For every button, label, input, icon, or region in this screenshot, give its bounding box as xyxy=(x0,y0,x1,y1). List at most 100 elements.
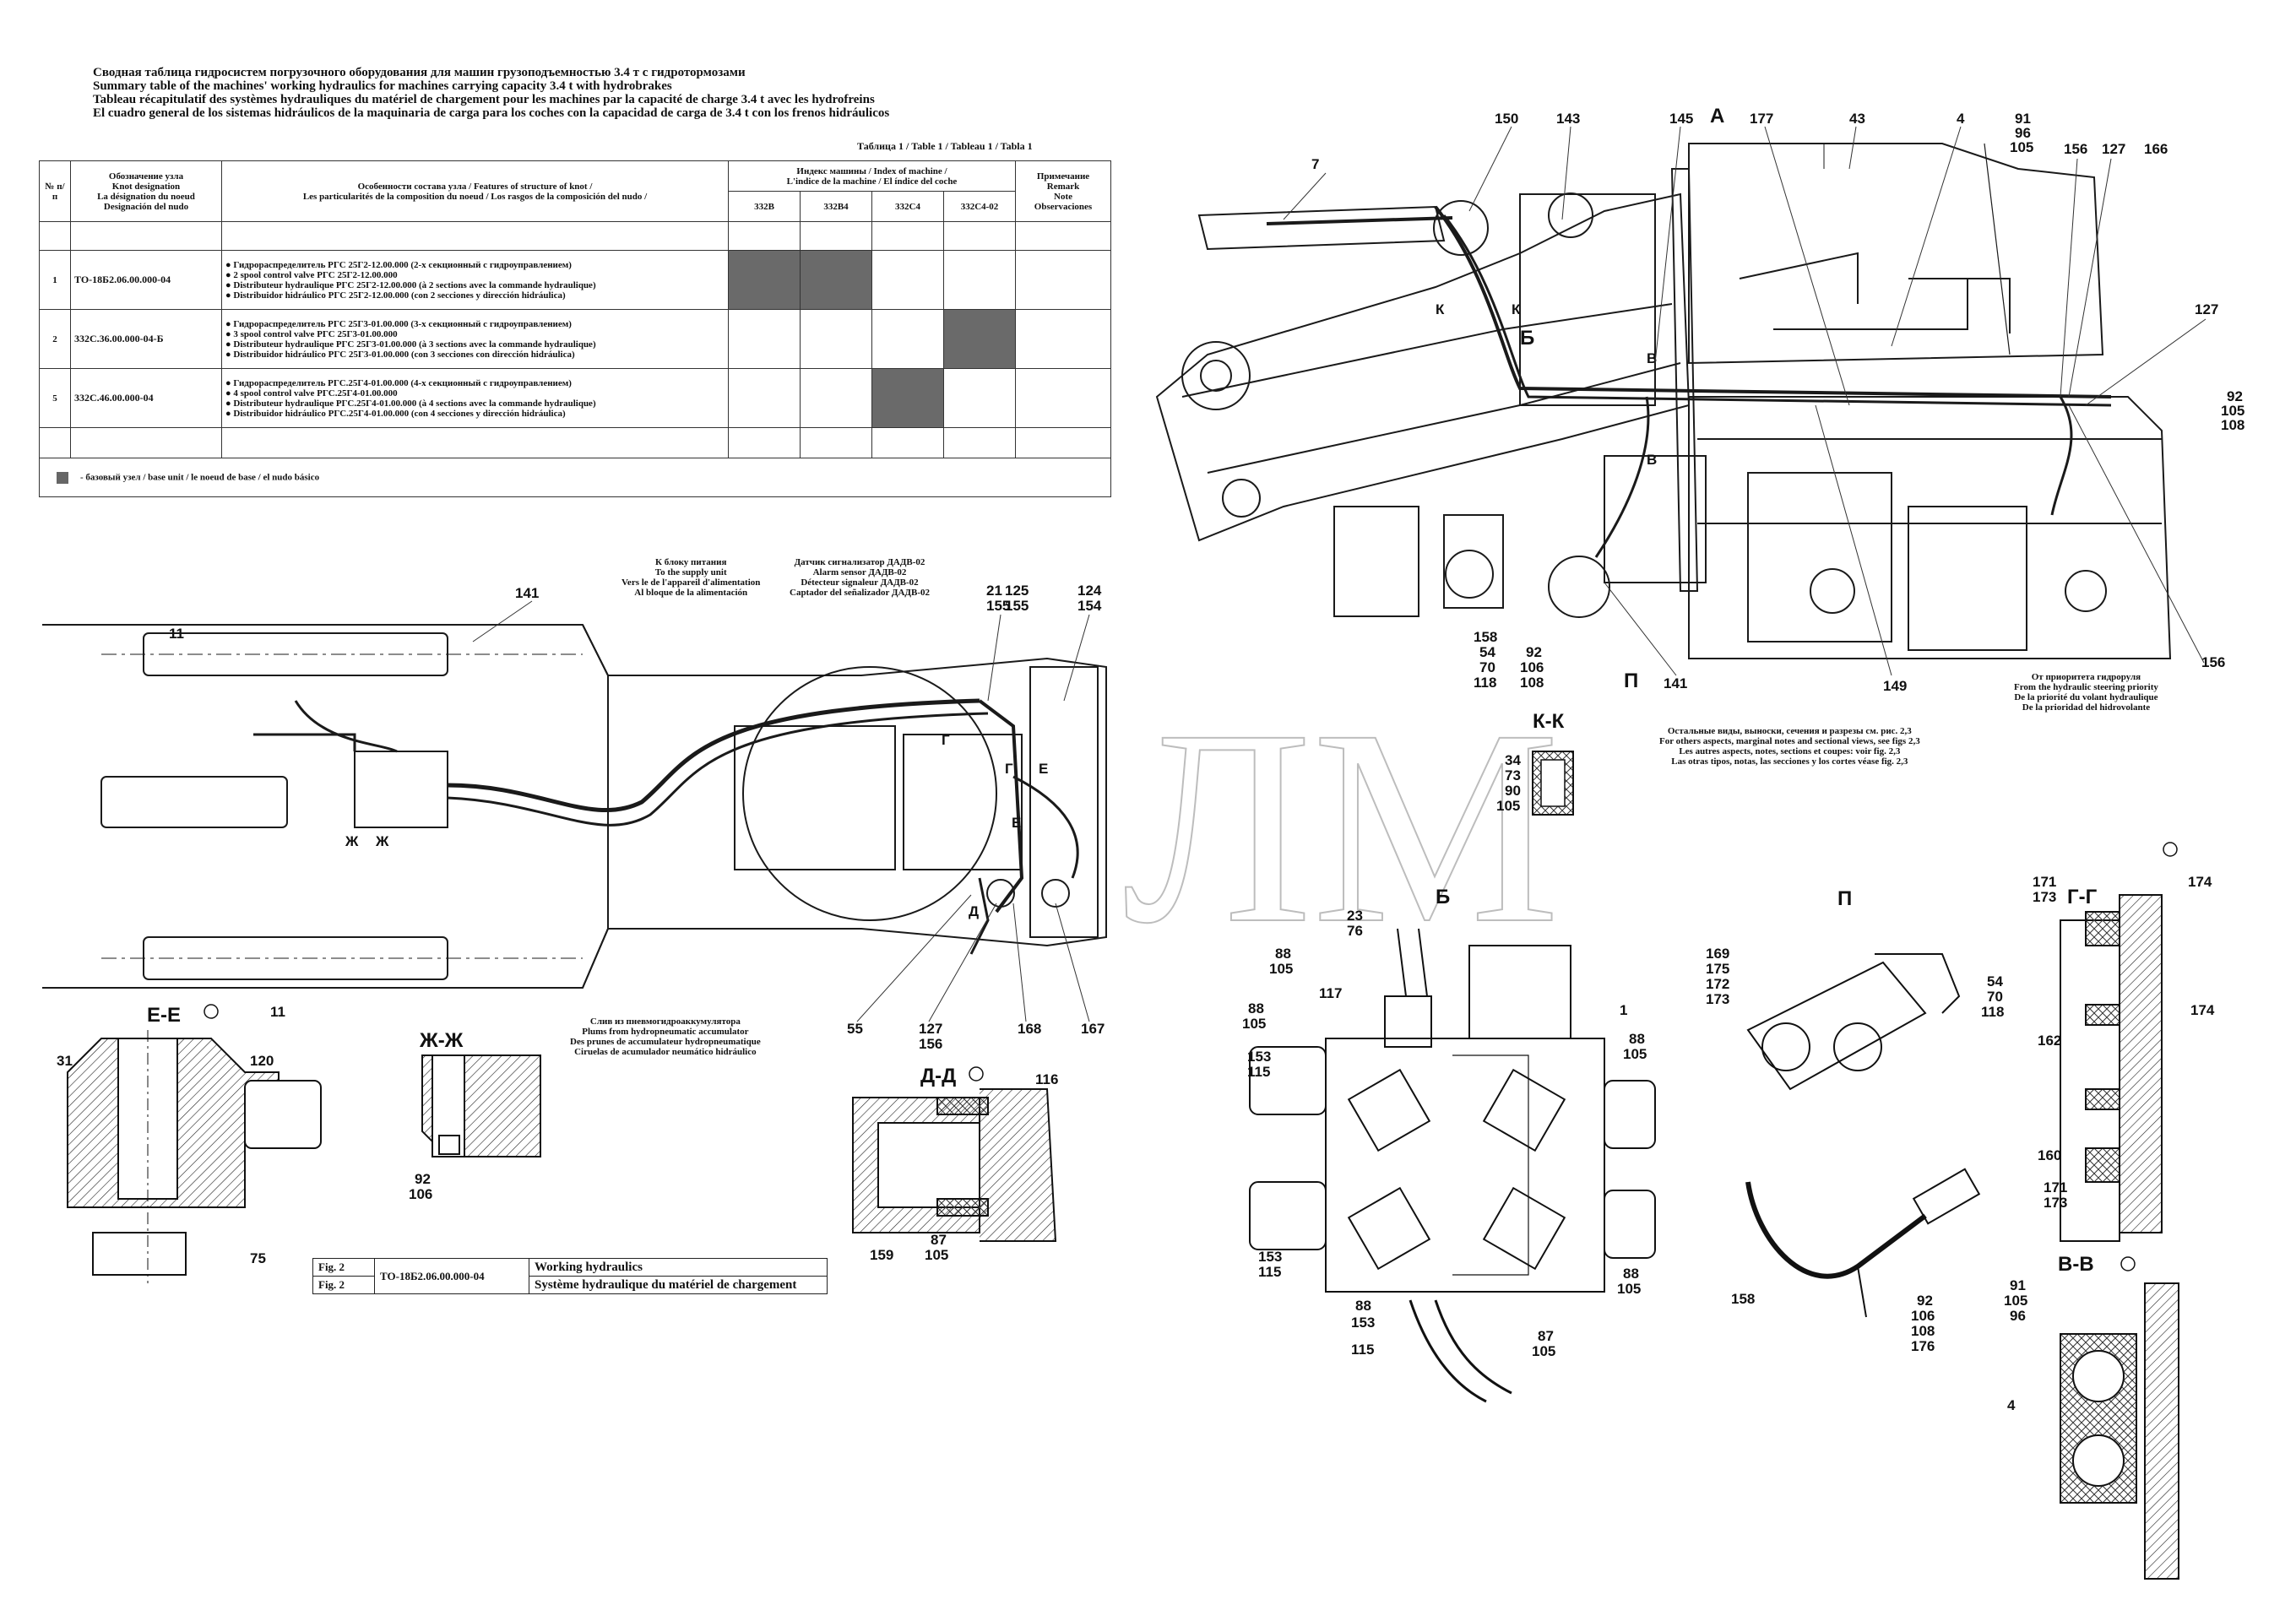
callout: 108 xyxy=(1911,1323,1935,1339)
callout: 106 xyxy=(409,1186,432,1202)
callout: 145 xyxy=(1669,111,1693,127)
callout: 91 xyxy=(2015,111,2031,127)
leader-line xyxy=(1764,126,1850,406)
side-view xyxy=(1155,143,2172,659)
callout: 7 xyxy=(1311,156,1319,172)
feature-line: ● Distributeur hydraulique РГС 25Г3-01.0… xyxy=(225,339,596,350)
view-title-d-d: Д-Д xyxy=(920,1065,956,1087)
leader-line xyxy=(2085,318,2206,406)
stamp-name-fr: Système hydraulique du matériel de charg… xyxy=(529,1276,828,1294)
section-g-g-pipe xyxy=(2060,919,2120,1242)
section-e-e-nut xyxy=(92,1232,187,1276)
inlet-pipe xyxy=(1397,928,1429,997)
note-line: Plums from hydropneumatic accumulator xyxy=(582,1027,749,1037)
header-features-2: Les particularités de la composition du … xyxy=(302,191,648,202)
note-line: Des prunes de accumulateur hydropneumati… xyxy=(570,1037,761,1047)
callout: 116 xyxy=(1035,1071,1058,1087)
header-num: № п/п xyxy=(39,160,71,222)
callout: 153 xyxy=(1247,1049,1271,1065)
fitting xyxy=(1041,879,1070,908)
leader-line xyxy=(2068,404,2205,664)
callout: 118 xyxy=(1981,1004,2004,1020)
section-mark: Д xyxy=(969,903,979,919)
view-p xyxy=(1745,953,1981,1318)
callout: 1 xyxy=(1620,1002,1627,1018)
section-k-k xyxy=(1532,751,1574,816)
callout: 150 xyxy=(1495,111,1518,127)
section-e-e-fitting xyxy=(244,1080,322,1149)
stamp-fig: Fig. 2 xyxy=(312,1258,375,1277)
leader-line xyxy=(1604,582,1677,676)
callout: 91 xyxy=(2010,1277,2026,1293)
legend-row: - базовый узел / base unit / le noeud de… xyxy=(39,458,1111,497)
section-v-v xyxy=(2060,1282,2179,1580)
machine-cell xyxy=(943,250,1016,310)
callout: 75 xyxy=(250,1250,266,1266)
bracket xyxy=(1746,961,1927,1091)
header-knot-fr: La désignation du noeud xyxy=(97,191,195,202)
callout: 158 xyxy=(1731,1291,1755,1307)
callout: 158 xyxy=(1474,629,1497,645)
note-line: From the hydraulic steering priority xyxy=(2014,682,2158,692)
note-sensor: Датчик сигнализатор ДАДВ-02 Alarm sensor… xyxy=(790,557,930,598)
callout: 23 xyxy=(1347,908,1363,924)
callout: 88 xyxy=(1623,1266,1639,1282)
remark-cell xyxy=(1015,309,1111,369)
note-line: De la prioridad del hidrovolante xyxy=(2022,702,2151,713)
leader-line xyxy=(1283,172,1327,220)
callout: 156 xyxy=(919,1036,942,1052)
note-line: Las otras tipos, notas, las secciones y … xyxy=(1671,756,1908,767)
leader-line xyxy=(1891,126,1962,347)
header-knot-ru: Обозначение узла xyxy=(108,171,184,182)
callout: 73 xyxy=(1505,767,1521,783)
leader-line xyxy=(987,614,1001,702)
title-ru: Сводная таблица гидросистем погрузочного… xyxy=(93,66,746,79)
header-knot-es: Designación del nudo xyxy=(103,201,189,212)
leader-line xyxy=(1468,126,1512,212)
engine-block xyxy=(1747,472,1892,642)
seat-base xyxy=(1773,278,1968,330)
view-marker-icon xyxy=(969,1066,984,1082)
callout: 156 xyxy=(2201,654,2225,670)
view-title-p: П xyxy=(1837,887,1852,910)
hose-clamp xyxy=(1761,1022,1810,1071)
leader-line xyxy=(1654,126,1681,364)
callout: 87 xyxy=(931,1232,947,1248)
header-machine: 332В4 xyxy=(800,191,872,222)
callout: 90 xyxy=(1505,783,1521,799)
valve-block xyxy=(1333,506,1419,617)
section-e-e xyxy=(67,1030,322,1283)
note-line: От приоритета гидроруля xyxy=(2031,672,2141,682)
section-d-d-seal xyxy=(936,1097,989,1115)
section-mark: Е xyxy=(1012,815,1021,831)
callout: 118 xyxy=(1474,675,1496,691)
leader-line xyxy=(1815,404,1892,676)
callout: 115 xyxy=(1247,1064,1270,1080)
valve-end-cap xyxy=(1604,1080,1656,1149)
view-title-zh-zh: Ж-Ж xyxy=(419,1029,464,1052)
boom-cylinder xyxy=(1197,205,1446,251)
header-features-1: Особенности состава узла / Features of s… xyxy=(357,181,593,192)
table-row-empty xyxy=(39,221,1111,251)
callout: 11 xyxy=(169,626,184,642)
note-line: Alarm sensor ДАДВ-02 xyxy=(812,567,907,577)
callout: 127 xyxy=(2102,141,2125,157)
cab-door xyxy=(1984,143,2011,355)
machine-cell xyxy=(728,250,801,310)
callouts-view-p: 169 175 172 173 54 70 118 158 92 106 108… xyxy=(1706,946,2004,1354)
note-supply: К блоку питания To the supply unit Vers … xyxy=(621,557,760,598)
note-line: Датчик сигнализатор ДАДВ-02 xyxy=(794,557,925,567)
callout: 76 xyxy=(1347,923,1363,939)
chassis xyxy=(1688,396,2172,659)
hydraulic-hose xyxy=(978,699,1024,914)
console xyxy=(1908,278,2011,333)
pivot-pin xyxy=(1222,479,1261,518)
watermark: ЛМ xyxy=(1122,672,1561,982)
section-v-v-hole xyxy=(2072,1350,2125,1402)
table-row: 2 332С.36.00.000-04-Б ● Гидрораспределит… xyxy=(39,309,1111,369)
leader-line xyxy=(472,600,533,642)
machine-cell xyxy=(943,309,1016,369)
callout: 173 xyxy=(2044,1195,2067,1211)
callout: 105 xyxy=(2221,403,2244,419)
view-title-e-e: Е-Е xyxy=(147,1004,181,1027)
